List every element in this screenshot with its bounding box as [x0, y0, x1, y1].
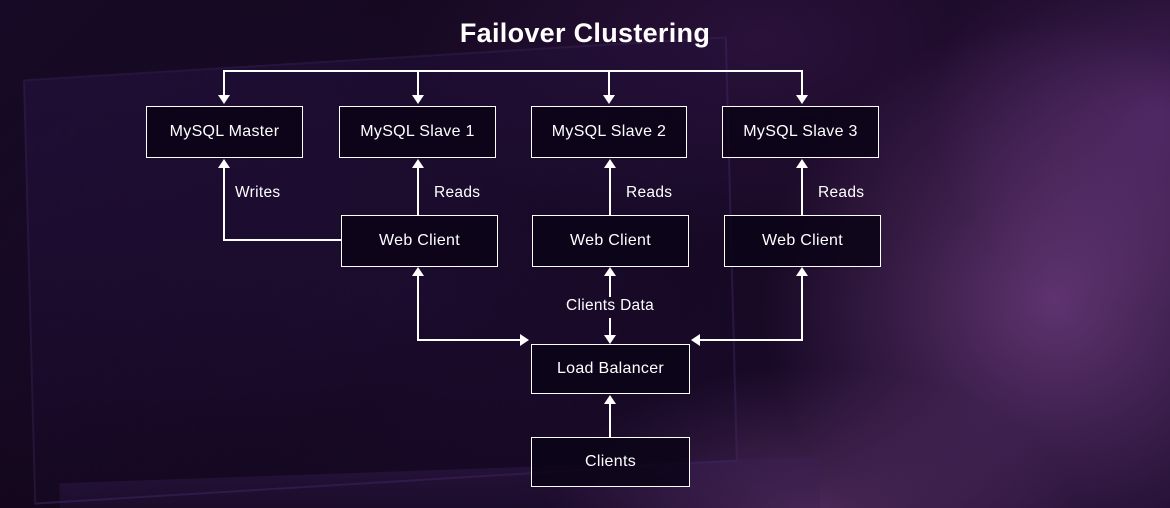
edge-top-to-slave1-vline	[417, 70, 419, 96]
node-load-balancer-label: Load Balancer	[556, 360, 665, 377]
arrowhead-down-slave2	[603, 95, 615, 104]
arrowhead-up-into-web2	[604, 267, 616, 276]
edge-top-to-slave2-vline	[608, 70, 610, 96]
edge-web1-lb-vline	[417, 276, 419, 341]
arrowhead-up-into-web3	[796, 267, 808, 276]
node-load-balancer: Load Balancer	[531, 344, 690, 394]
node-mysql-slave-2-label: MySQL Slave 2	[551, 123, 667, 140]
edge-writes-hline	[223, 239, 341, 241]
arrowhead-up-into-slave3	[796, 159, 808, 168]
edge-top-bracket-hline	[223, 70, 803, 72]
node-mysql-slave-3: MySQL Slave 3	[722, 106, 879, 158]
arrowhead-down-slave1	[412, 95, 424, 104]
edge-label-reads-1: Reads	[434, 184, 481, 201]
edge-clients-lb-vline	[609, 404, 611, 437]
edge-clients-data-vline-bottom	[609, 318, 611, 335]
arrowhead-up-into-web1	[412, 267, 424, 276]
node-mysql-master-label: MySQL Master	[169, 123, 280, 140]
arrowhead-down-master	[218, 95, 230, 104]
node-web-client-2: Web Client	[532, 215, 689, 267]
node-web-client-1: Web Client	[341, 215, 498, 267]
node-clients-label: Clients	[584, 453, 636, 470]
arrowhead-up-into-slave2	[604, 159, 616, 168]
arrowhead-left-into-lb	[691, 334, 700, 346]
edge-reads3-vline	[801, 168, 803, 215]
edge-label-reads-3: Reads	[818, 184, 865, 201]
edge-web3-lb-hline	[700, 339, 803, 341]
node-mysql-slave-1: MySQL Slave 1	[339, 106, 496, 158]
arrowhead-right-into-lb	[520, 334, 529, 346]
arrowhead-up-into-lb-bottom	[604, 395, 616, 404]
edge-web1-lb-hline	[417, 339, 520, 341]
edge-writes-vline	[223, 168, 225, 241]
arrowhead-down-slave3	[796, 95, 808, 104]
node-clients: Clients	[531, 437, 690, 487]
edge-top-to-slave3-vline	[801, 70, 803, 96]
node-web-client-3: Web Client	[724, 215, 881, 267]
arrowhead-down-into-lb	[604, 335, 616, 344]
node-mysql-master: MySQL Master	[146, 106, 303, 158]
edge-label-writes: Writes	[235, 184, 281, 201]
edge-reads1-vline	[417, 168, 419, 215]
node-web-client-1-label: Web Client	[379, 232, 460, 249]
node-mysql-slave-3-label: MySQL Slave 3	[743, 123, 858, 140]
arrowhead-up-into-master	[218, 159, 230, 168]
node-mysql-slave-1-label: MySQL Slave 1	[360, 123, 475, 140]
edge-reads2-vline	[609, 168, 611, 215]
edge-label-clients-data: Clients Data	[565, 297, 655, 314]
node-web-client-2-label: Web Client	[570, 232, 651, 249]
arrowhead-up-into-slave1	[412, 159, 424, 168]
node-web-client-3-label: Web Client	[762, 232, 843, 249]
node-mysql-slave-2: MySQL Slave 2	[531, 106, 687, 158]
edge-clients-data-vline-top	[609, 276, 611, 297]
edge-label-reads-2: Reads	[626, 184, 673, 201]
edge-top-to-master-vline	[223, 70, 225, 96]
diagram-title: Failover Clustering	[459, 18, 711, 48]
edge-web3-lb-vline	[801, 276, 803, 341]
